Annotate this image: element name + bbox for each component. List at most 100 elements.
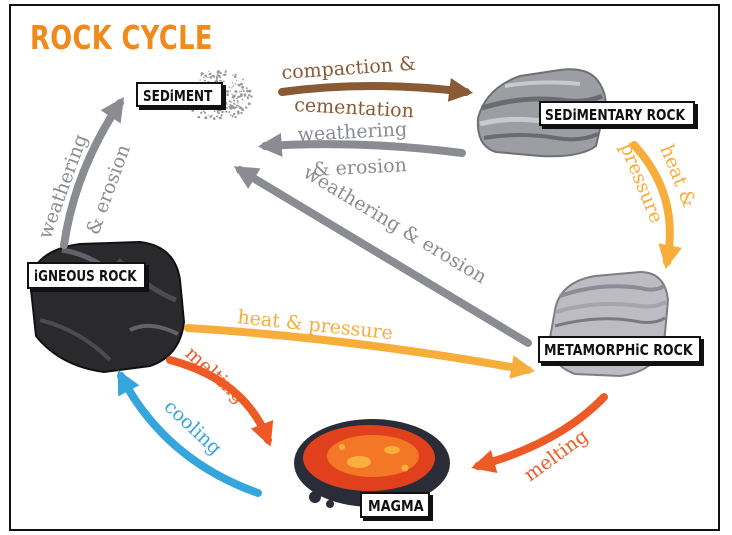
sediment-dot <box>232 97 235 99</box>
sediment-dot <box>220 111 223 113</box>
diagram-title: ROCK CYCLE <box>30 18 213 57</box>
node-igneous-rock: iGNEOUS ROCK <box>27 262 146 289</box>
sediment-dot <box>221 110 224 114</box>
arrow-weathering-metamorphic <box>233 166 532 347</box>
sediment-dot <box>245 87 248 90</box>
magma-illustration <box>294 419 450 508</box>
sediment-dot <box>237 102 239 104</box>
sediment-dot <box>217 69 220 73</box>
sediment-dot <box>248 90 251 92</box>
sediment-dot <box>219 79 222 82</box>
sediment-dot <box>248 93 251 97</box>
sediment-dot <box>204 116 208 120</box>
sediment-dot <box>236 97 239 100</box>
sediment-dot <box>210 114 213 117</box>
sediment-dot <box>225 110 228 113</box>
sediment-dot <box>247 102 251 106</box>
sediment-dot <box>241 85 245 89</box>
label-cooling: cooling <box>160 396 226 460</box>
node-sediment: SEDiMENT <box>136 82 223 107</box>
sediment-dot <box>225 106 228 109</box>
sediment-dot <box>234 115 237 119</box>
sediment-dot <box>218 107 221 110</box>
sediment-dot <box>229 114 232 116</box>
arrow-heat-pressure-sedimentary <box>630 141 682 270</box>
sediment-dot <box>229 90 231 92</box>
arrow-cooling <box>117 369 262 497</box>
sediment-dot <box>236 99 239 103</box>
sediment-dot <box>233 75 237 79</box>
sediment-dot <box>234 90 238 93</box>
sediment-dot <box>207 76 209 79</box>
sediment-dot <box>238 95 241 98</box>
sediment-dot <box>199 79 201 81</box>
sediment-dot <box>209 76 213 79</box>
sediment-dot <box>232 82 234 84</box>
sediment-dot <box>216 74 219 77</box>
sediment-dot <box>214 80 216 83</box>
sediment-dot <box>242 78 245 81</box>
arrow-compaction <box>278 78 474 102</box>
label-compaction-line1: compaction & <box>281 53 417 84</box>
sediment-dot <box>226 90 230 93</box>
sediment-dot <box>218 79 221 82</box>
sediment-dot <box>230 101 233 103</box>
sediment-dot <box>203 107 206 111</box>
sediment-dot <box>209 72 212 76</box>
sediment-dot <box>234 93 237 96</box>
sediment-dot <box>244 93 247 96</box>
sediment-dot <box>218 74 221 78</box>
sediment-dot <box>228 100 231 103</box>
sediment-dot <box>200 74 202 77</box>
sediment-dot <box>224 98 227 101</box>
sediment-dot <box>202 72 205 75</box>
sediment-dot <box>232 74 234 76</box>
sediment-dot <box>225 101 228 104</box>
sediment-dot <box>200 72 204 75</box>
sediment-dot <box>230 104 233 107</box>
sediment-dot <box>208 70 210 72</box>
sediment-dot <box>247 97 249 99</box>
sediment-dot <box>231 93 233 96</box>
sediment-dot <box>232 112 236 116</box>
sediment-dot <box>212 117 216 120</box>
sediment-dot <box>239 93 243 97</box>
sediment-dot <box>188 107 192 110</box>
sediment-dot <box>222 92 226 96</box>
sediment-dot <box>219 76 222 79</box>
arrow-heat-pressure-igneous <box>184 324 536 379</box>
sediment-dot <box>231 115 234 118</box>
sediment-dot <box>210 106 213 109</box>
sediment-dot <box>235 106 238 109</box>
node-magma: MAGMA <box>360 492 430 518</box>
sediment-dot <box>199 111 203 114</box>
sediment-dot <box>245 107 248 109</box>
sediment-dot <box>234 83 237 85</box>
sediment-dot <box>213 110 216 113</box>
sediment-dot <box>225 70 227 72</box>
sediment-dot <box>234 73 237 76</box>
sediment-dot <box>202 76 205 78</box>
sediment-dot <box>233 99 236 102</box>
sediment-dot <box>218 116 221 120</box>
sediment-dot <box>237 83 240 86</box>
sediment-dot <box>242 88 244 91</box>
sediment-dot <box>244 95 246 98</box>
sediment-dot <box>237 105 239 107</box>
arrow-melting-igneous <box>166 356 274 447</box>
sediment-dot <box>225 102 228 105</box>
sediment-dot <box>197 115 201 119</box>
sediment-dot <box>234 103 236 105</box>
sediment-dot <box>232 94 236 98</box>
sediment-dot <box>242 90 245 93</box>
node-metamorphic-rock: METAMORPHiC ROCK <box>538 336 701 363</box>
sediment-dot <box>191 108 194 111</box>
sediment-dot <box>212 74 216 78</box>
label-weathering-sed-line2: & erosion <box>312 154 407 181</box>
sediment-dot <box>228 86 230 89</box>
sediment-dot <box>228 111 231 114</box>
sediment-dot <box>223 85 226 88</box>
sediment-dot <box>240 111 243 115</box>
sediment-dot <box>215 76 218 79</box>
